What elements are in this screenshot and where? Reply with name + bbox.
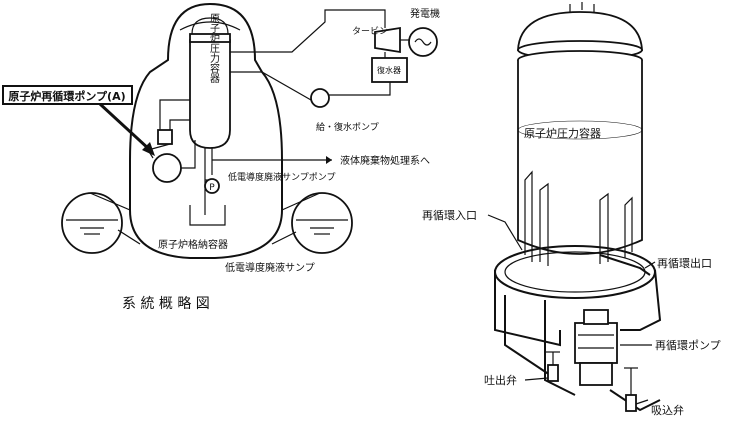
outlet-leader [644,261,656,269]
discharge-label: 吐出弁 [484,373,517,387]
containment-dome [179,21,241,31]
jet-pump-risers [524,170,633,266]
turbine-symbol [374,26,401,54]
sump-pit [189,205,226,226]
generator-label: 発電機 [410,7,440,20]
containment-label: 原子炉格納容器 [158,238,228,251]
suppression-pool-right [271,192,353,254]
callout-label: 原子炉再循環ポンプ(A) [8,89,125,103]
callout-arrow [98,102,152,152]
vessel-head [191,17,229,35]
suction-label: 吸込弁 [651,403,684,417]
recirc-loop [159,99,190,138]
pump-p-label: P [209,183,215,193]
waste-system-label: 液体廃棄物処理系へ [340,154,430,167]
discharge-valve-symbol [546,351,560,382]
inlet-leader [487,214,523,251]
top-vents [569,2,595,12]
turbine-label: タービン [352,26,388,37]
system-diagram: 原子炉再循環ポンプ(A) P 原子炉圧力容器 ター [2,2,440,312]
vessel-dome [517,11,643,51]
vessel-label: 原子炉圧力容器 [524,126,601,140]
pump-label: 再循環ポンプ [655,339,721,352]
suppression-pool-left [61,192,141,254]
recirc-motor [157,129,173,145]
suction-valve-symbol [624,367,638,412]
steam-line [230,9,386,53]
feedwater-line [328,82,391,96]
feed-pump-symbol [310,88,330,108]
outlet-label: 再循環出口 [657,256,712,270]
recirc-piping [494,269,662,412]
recirc-pump-body [574,322,618,364]
generator-sine [414,38,432,46]
vessel-diagram: 原子炉圧力容器 [422,2,721,417]
sump-pump-label: 低電導度廃液サンプポンプ [228,171,335,183]
sump-line [204,148,332,215]
recirc-pump-symbol [152,153,182,183]
sump-label: 低電導度廃液サンプ [225,261,315,274]
outlet-pipe [599,254,651,276]
vessel-flange [189,33,231,43]
sump-pump-symbol [204,178,220,194]
diagram-title: 系 統 概 略 図 [122,296,210,312]
containment-vessel [129,2,283,259]
system-vessel-label: 原子炉圧力容器 [208,13,220,84]
callout-box [2,85,133,105]
feed-pump-label: 給・復水ポンプ [316,121,379,133]
discharge-leader [524,377,549,381]
inlet-label: 再循環入口 [422,209,477,222]
vessel-cylinder [517,60,643,255]
suction-leader [635,399,649,405]
reactor-pressure-vessel [189,39,231,149]
condenser-label: 復水器 [377,65,401,75]
